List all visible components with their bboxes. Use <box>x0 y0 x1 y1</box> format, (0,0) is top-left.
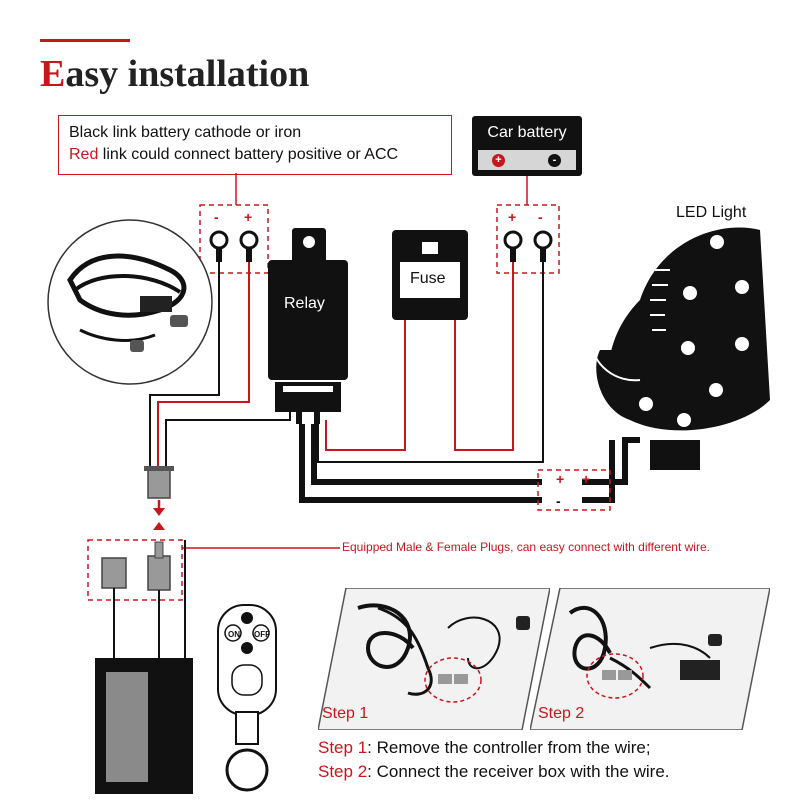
step-1-photo <box>318 588 550 730</box>
wire-red-left <box>157 262 250 470</box>
wiring-note-box: Black link battery cathode or iron Red l… <box>58 115 452 175</box>
note-line-2-rest: link could connect battery positive or A… <box>98 146 399 163</box>
arrow-down-head-icon <box>153 508 165 516</box>
step-1-text: : Remove the controller from the wire; <box>367 738 651 757</box>
wire-black-battery-relay <box>317 262 544 463</box>
wire-thick-led-negative <box>582 440 615 503</box>
battery-terminal-strip: + - <box>478 150 576 170</box>
led-light-label: LED Light <box>676 204 747 221</box>
step-2-text: : Connect the receiver box with the wire… <box>367 762 670 781</box>
plugs-note: Equipped Male & Female Plugs, can easy c… <box>342 540 710 554</box>
arrow-up-head-icon <box>153 522 165 530</box>
step-2-photo-label: Step 2 <box>538 705 585 722</box>
battery-negative-terminal-icon: - <box>548 154 561 167</box>
fuse-icon <box>392 230 468 320</box>
step-1-photo-label: Step 1 <box>322 705 369 722</box>
title-rest: asy installation <box>65 53 310 95</box>
left-terminal-minus-sign: - <box>214 209 219 225</box>
led-light-icon <box>588 227 770 470</box>
left-terminal-box <box>199 204 269 274</box>
wire-thick-led-positive <box>582 437 640 485</box>
car-battery-label: Car battery <box>487 124 567 141</box>
wire-black-left <box>149 262 220 470</box>
note-red-word: Red <box>69 146 99 163</box>
ring-terminal-icon <box>239 230 259 262</box>
ring-terminal-icon <box>209 230 229 262</box>
step-2-prefix: Step 2 <box>318 762 368 781</box>
relay-icon <box>268 228 348 424</box>
wire-red-fuse-relay <box>325 320 406 451</box>
remote-off-label: OFF <box>254 630 270 639</box>
right-terminal-box <box>496 204 560 274</box>
relay-label: Relay <box>284 295 325 312</box>
battery-positive-terminal-icon: + <box>492 154 505 167</box>
note-line-1: Black link battery cathode or iron <box>69 124 302 141</box>
ring-terminal-icon <box>533 230 553 262</box>
title-first-letter: E <box>40 53 66 95</box>
right-terminal-minus-sign: - <box>538 209 543 225</box>
led-connector-minus-b: - <box>582 493 587 509</box>
step-2-photo <box>530 588 770 730</box>
led-connector-plus-a: + <box>556 471 564 487</box>
left-terminal-plus-sign: + <box>244 209 252 225</box>
wiring-harness-photo <box>47 219 213 385</box>
wire-red-fuse-battery <box>454 262 514 451</box>
led-connector-box <box>537 469 611 511</box>
note-line-2: Red link could connect battery positive … <box>69 146 398 164</box>
remote-control-icon <box>217 604 277 792</box>
car-battery: Car battery + - <box>472 116 582 176</box>
male-plug-icon <box>101 541 171 591</box>
wire-thick-negative <box>299 424 542 503</box>
led-connector-plus-b: + <box>582 471 590 487</box>
remote-on-label: ON <box>228 630 240 639</box>
female-plug-icon <box>144 466 174 499</box>
right-terminal-plus-sign: + <box>508 209 516 225</box>
page-title: Easy installation <box>40 52 309 96</box>
wire-black-relay-to-plug <box>165 395 291 470</box>
ring-terminal-icon <box>503 230 523 262</box>
plugs-box <box>87 539 183 601</box>
led-connector-minus-a: - <box>556 493 561 509</box>
step-1-prefix: Step 1 <box>318 738 368 757</box>
receiver-box-icon <box>95 658 193 794</box>
title-accent-bar <box>40 39 130 42</box>
step-2-instruction: Step 2: Connect the receiver box with th… <box>318 762 670 782</box>
fuse-label: Fuse <box>410 270 446 287</box>
step-1-instruction: Step 1: Remove the controller from the w… <box>318 738 651 758</box>
wire-thick-positive <box>311 424 542 485</box>
